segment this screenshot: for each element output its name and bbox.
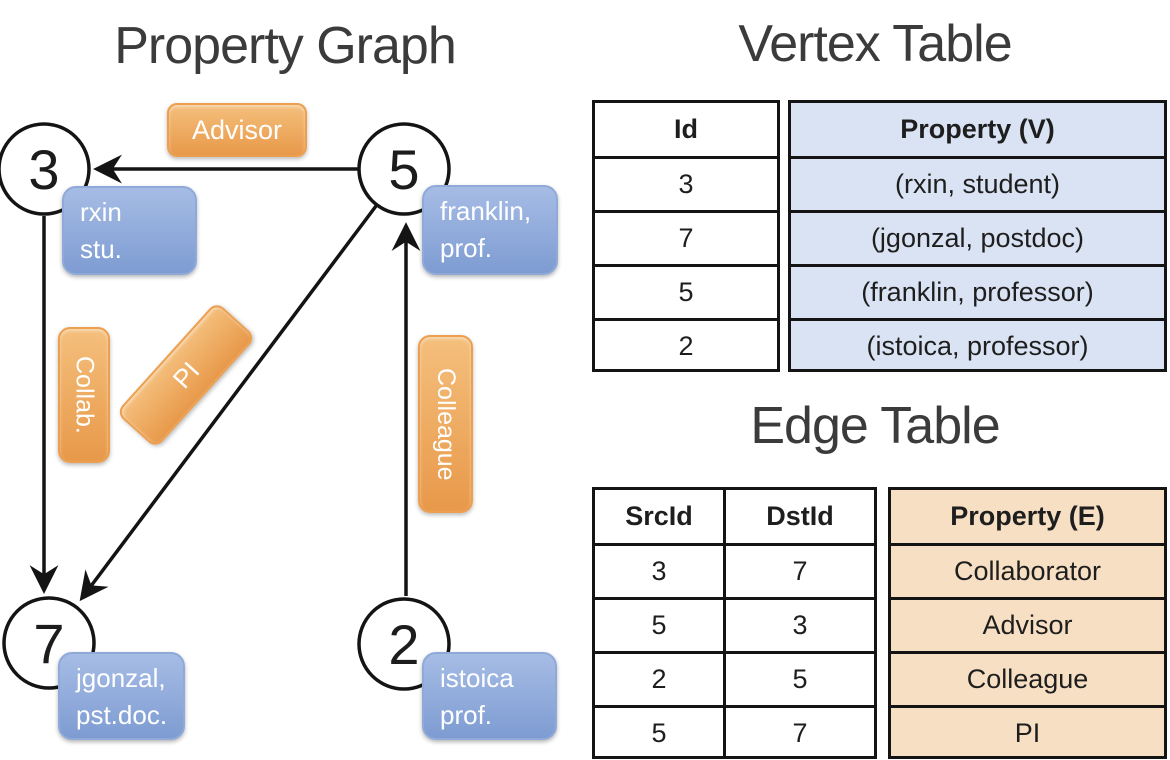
vertex-label-line: istoica	[440, 663, 514, 693]
edge-label-colleague: Colleague	[418, 335, 473, 513]
vertex-id-cell: 3	[678, 169, 694, 199]
vertex-id-cell: 2	[678, 331, 694, 361]
vertex-property-cell: (jgonzal, postdoc)	[870, 223, 1085, 253]
edge-property-cell: PI	[1014, 718, 1041, 748]
vertex-property-cell: (rxin, student)	[894, 169, 1061, 199]
edge-dst-cell: 3	[723, 600, 874, 651]
edge-dst-cell: 5	[723, 654, 874, 705]
edge-table-title: Edge Table	[750, 397, 1000, 455]
vertex-id-cell: 5	[678, 277, 694, 307]
table-row: PI	[891, 708, 1164, 759]
node-id-3: 3	[28, 137, 60, 201]
edge-table-header-property: Property (E)	[950, 501, 1105, 531]
vertex-table-property-column: Property (V) (rxin, student) (jgonzal, p…	[788, 100, 1167, 372]
edge-table-header-row: SrcId DstId	[595, 490, 874, 546]
edge-src-cell: 3	[651, 556, 667, 586]
vertex-label-jgonzal: jgonzal, pst.doc.	[58, 652, 185, 740]
table-row: 3 7	[595, 546, 874, 600]
edge-table-id-columns: SrcId DstId 3 7 5 3 2 5 5 7	[592, 487, 877, 759]
edge-label-collab: Collab.	[58, 327, 110, 463]
table-row: 5	[595, 267, 777, 321]
vertex-label-rxin: rxin stu.	[62, 186, 197, 275]
table-row: Colleague	[891, 654, 1164, 708]
node-id-5: 5	[388, 137, 420, 201]
vertex-label-line: stu.	[80, 234, 122, 264]
edge-label-advisor: Advisor	[167, 103, 307, 157]
vertex-table-header-id: Id	[674, 114, 698, 144]
table-row: (jgonzal, postdoc)	[791, 213, 1164, 267]
edge-property-cell: Collaborator	[953, 556, 1102, 586]
table-row: (istoica, professor)	[791, 321, 1164, 372]
edge-table-header-src: SrcId	[625, 501, 693, 531]
edge-table-property-column: Property (E) Collaborator Advisor Collea…	[888, 487, 1167, 759]
edge-table-header-dst: DstId	[723, 490, 874, 543]
vertex-table-header-row: Property (V)	[791, 103, 1164, 159]
property-graph-title: Property Graph	[114, 17, 457, 75]
vertex-label-franklin: franklin, prof.	[422, 185, 558, 275]
table-row: 3	[595, 159, 777, 213]
table-row: Collaborator	[891, 546, 1164, 600]
table-row: 2	[595, 321, 777, 372]
table-row: 2 5	[595, 654, 874, 708]
edge-5-to-7	[79, 204, 378, 602]
table-row: Advisor	[891, 600, 1164, 654]
edge-table-header-row: Property (E)	[891, 490, 1164, 546]
vertex-label-line: pst.doc.	[76, 700, 168, 730]
edge-src-cell: 5	[651, 610, 667, 640]
vertex-label-line: prof.	[440, 700, 493, 730]
vertex-table-header-property: Property (V)	[900, 114, 1055, 144]
vertex-table-header-row: Id	[595, 103, 777, 159]
vertex-label-line: jgonzal,	[76, 663, 166, 693]
edge-property-cell: Colleague	[966, 664, 1089, 694]
edge-src-cell: 2	[651, 664, 667, 694]
table-row: 5 7	[595, 708, 874, 759]
table-row: 5 3	[595, 600, 874, 654]
vertex-id-cell: 7	[678, 223, 694, 253]
edge-dst-cell: 7	[723, 708, 874, 759]
vertex-label-line: prof.	[440, 233, 493, 263]
edge-dst-cell: 7	[723, 546, 874, 597]
table-row: 7	[595, 213, 777, 267]
edge-src-cell: 5	[651, 718, 667, 748]
edge-property-cell: Advisor	[982, 610, 1073, 640]
vertex-label-line: rxin	[80, 197, 122, 227]
vertex-property-cell: (franklin, professor)	[861, 277, 1094, 307]
vertex-table-id-column: Id 3 7 5 2	[592, 100, 780, 372]
vertex-label-line: franklin,	[440, 196, 532, 226]
vertex-label-istoica: istoica prof.	[422, 652, 557, 740]
vertex-property-cell: (istoica, professor)	[866, 331, 1089, 361]
table-row: (franklin, professor)	[791, 267, 1164, 321]
node-id-2: 2	[388, 612, 420, 676]
vertex-table-title: Vertex Table	[738, 15, 1012, 73]
table-row: (rxin, student)	[791, 159, 1164, 213]
